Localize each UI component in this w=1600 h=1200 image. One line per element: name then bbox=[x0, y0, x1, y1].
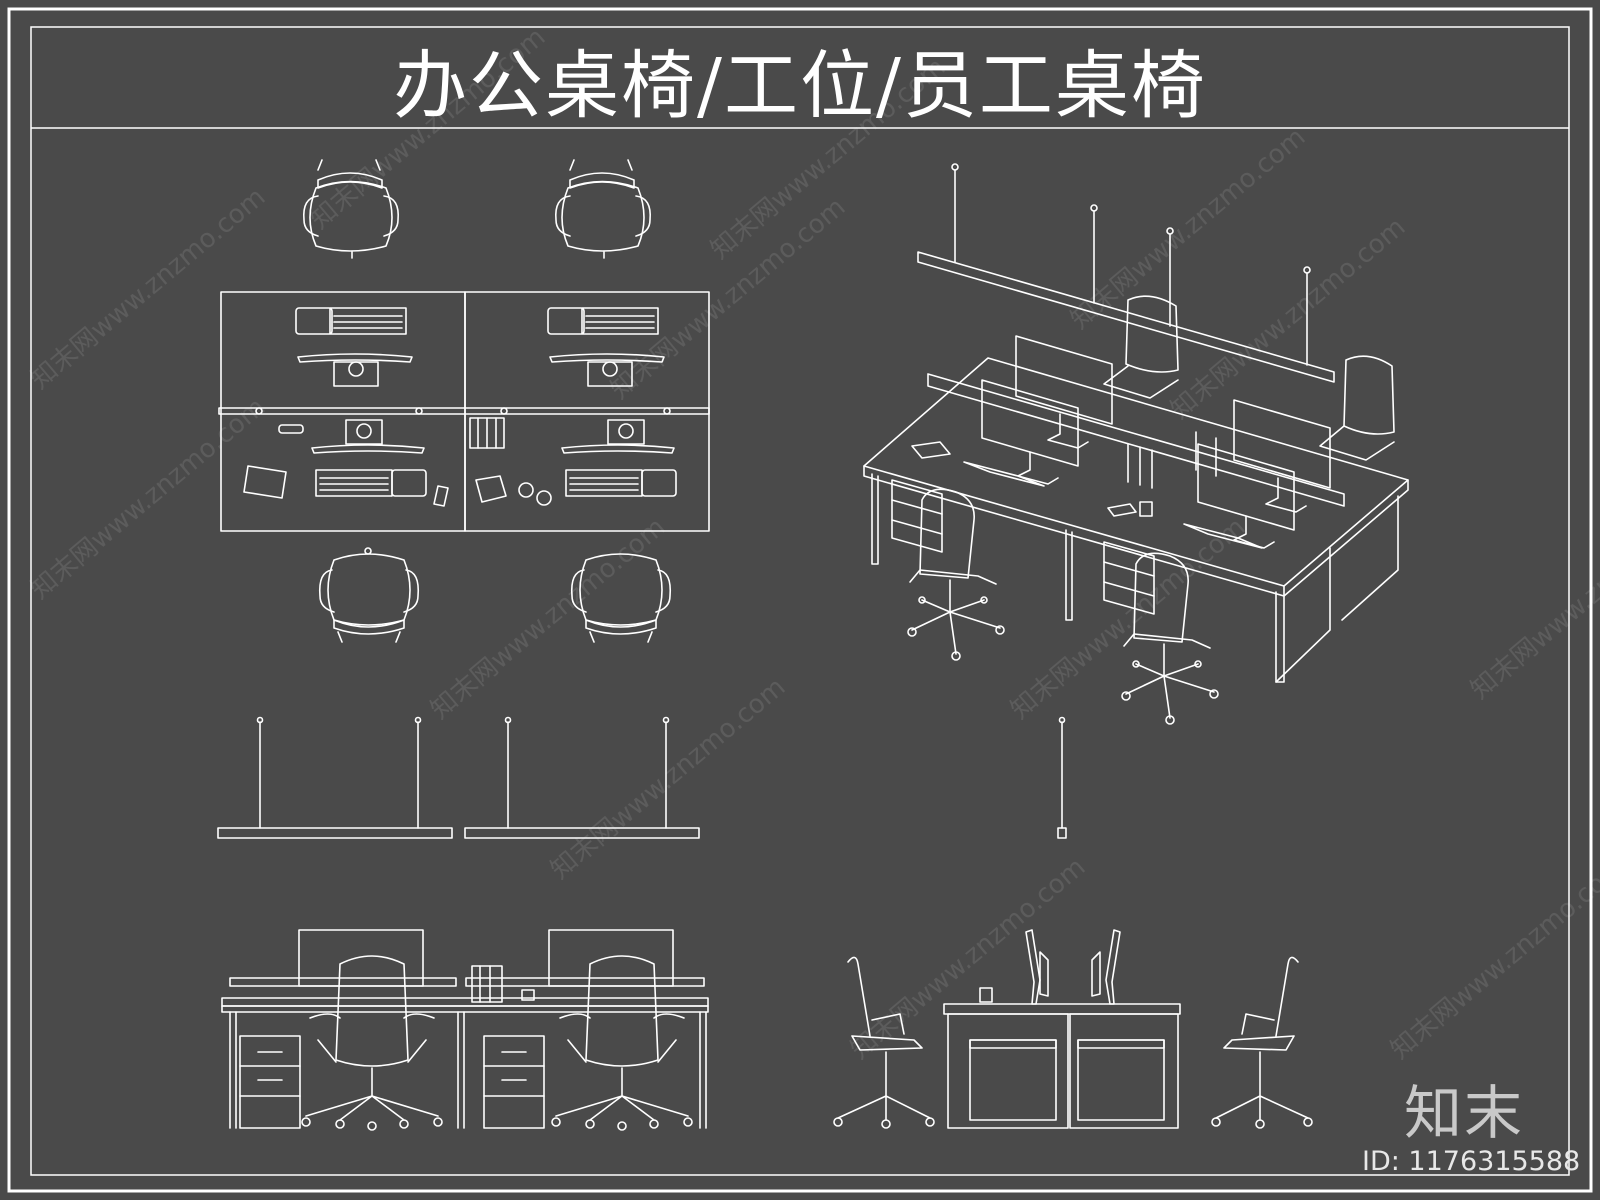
chair-plan-bottom-right bbox=[570, 553, 672, 643]
chair-plan-bottom-left bbox=[318, 547, 420, 643]
brand-logo: 知末 bbox=[1404, 1079, 1525, 1147]
chair-plan-top-left bbox=[302, 159, 400, 259]
sheet-border bbox=[7, 7, 1593, 1193]
plan-view bbox=[218, 159, 710, 643]
side-elevation bbox=[833, 929, 1313, 1129]
image-id-label: ID: 1176315588 bbox=[1362, 1146, 1581, 1177]
front-elevation bbox=[221, 929, 709, 1131]
page-title: 办公桌椅/工位/员工桌椅 bbox=[393, 42, 1207, 129]
isometric-view bbox=[863, 163, 1409, 725]
pendant-lights bbox=[217, 716, 1067, 839]
chair-plan-top-right bbox=[554, 159, 652, 259]
